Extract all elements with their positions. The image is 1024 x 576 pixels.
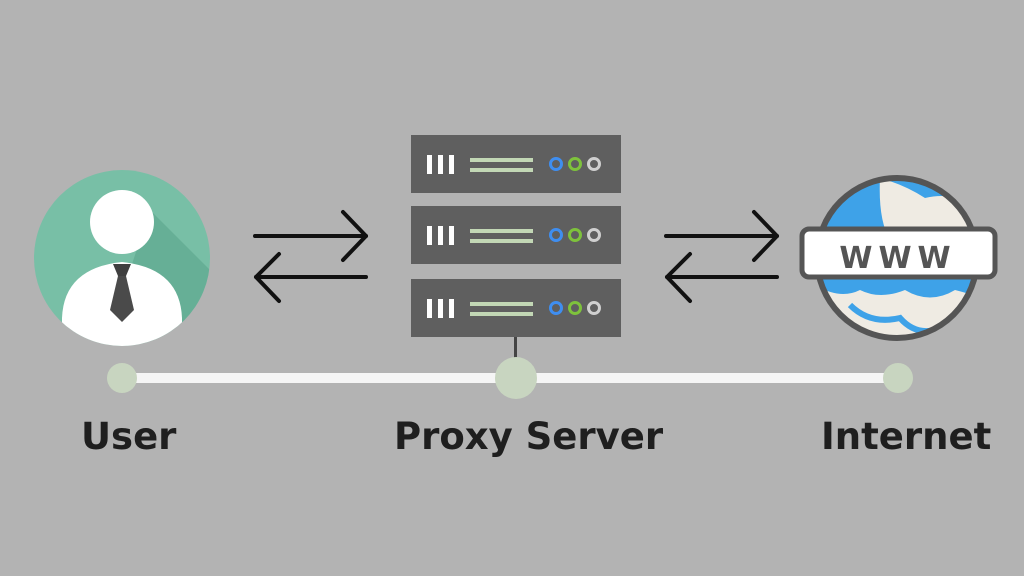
proxy-server-label: Proxy Server — [394, 415, 664, 458]
arrow-left-icon — [665, 252, 779, 303]
user-label: User — [81, 415, 177, 458]
connector-node-user — [107, 363, 137, 393]
arrow-left-icon — [254, 252, 368, 303]
internet-label: Internet — [821, 415, 992, 458]
server-unit-2 — [411, 206, 621, 264]
server-unit-1 — [411, 135, 621, 193]
connector-line — [107, 357, 913, 399]
arrow-right-icon — [253, 210, 368, 262]
connector-node-proxy — [495, 357, 537, 399]
user-icon — [34, 170, 210, 346]
server-icon — [411, 135, 621, 359]
globe-www-text: WWW — [839, 241, 956, 276]
globe-icon: WWW — [799, 175, 998, 341]
server-unit-3 — [411, 279, 621, 337]
arrow-right-icon — [664, 210, 779, 262]
connector-node-internet — [883, 363, 913, 393]
